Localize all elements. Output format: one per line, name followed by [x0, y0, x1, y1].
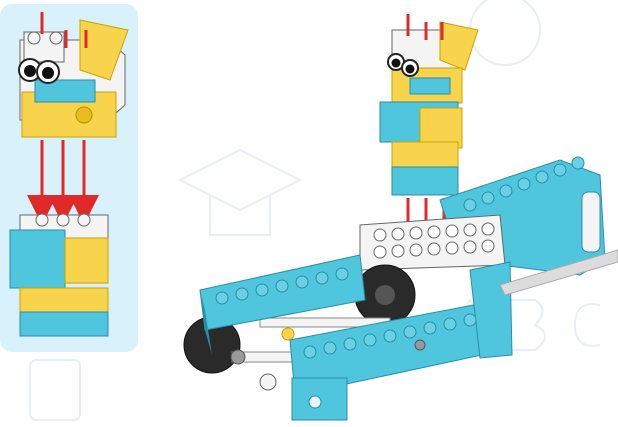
main-head-piece	[380, 22, 478, 195]
left-body-piece	[10, 214, 108, 336]
blue-base-frame	[200, 255, 512, 420]
white-plate	[360, 215, 505, 270]
left-head-piece	[19, 20, 128, 137]
